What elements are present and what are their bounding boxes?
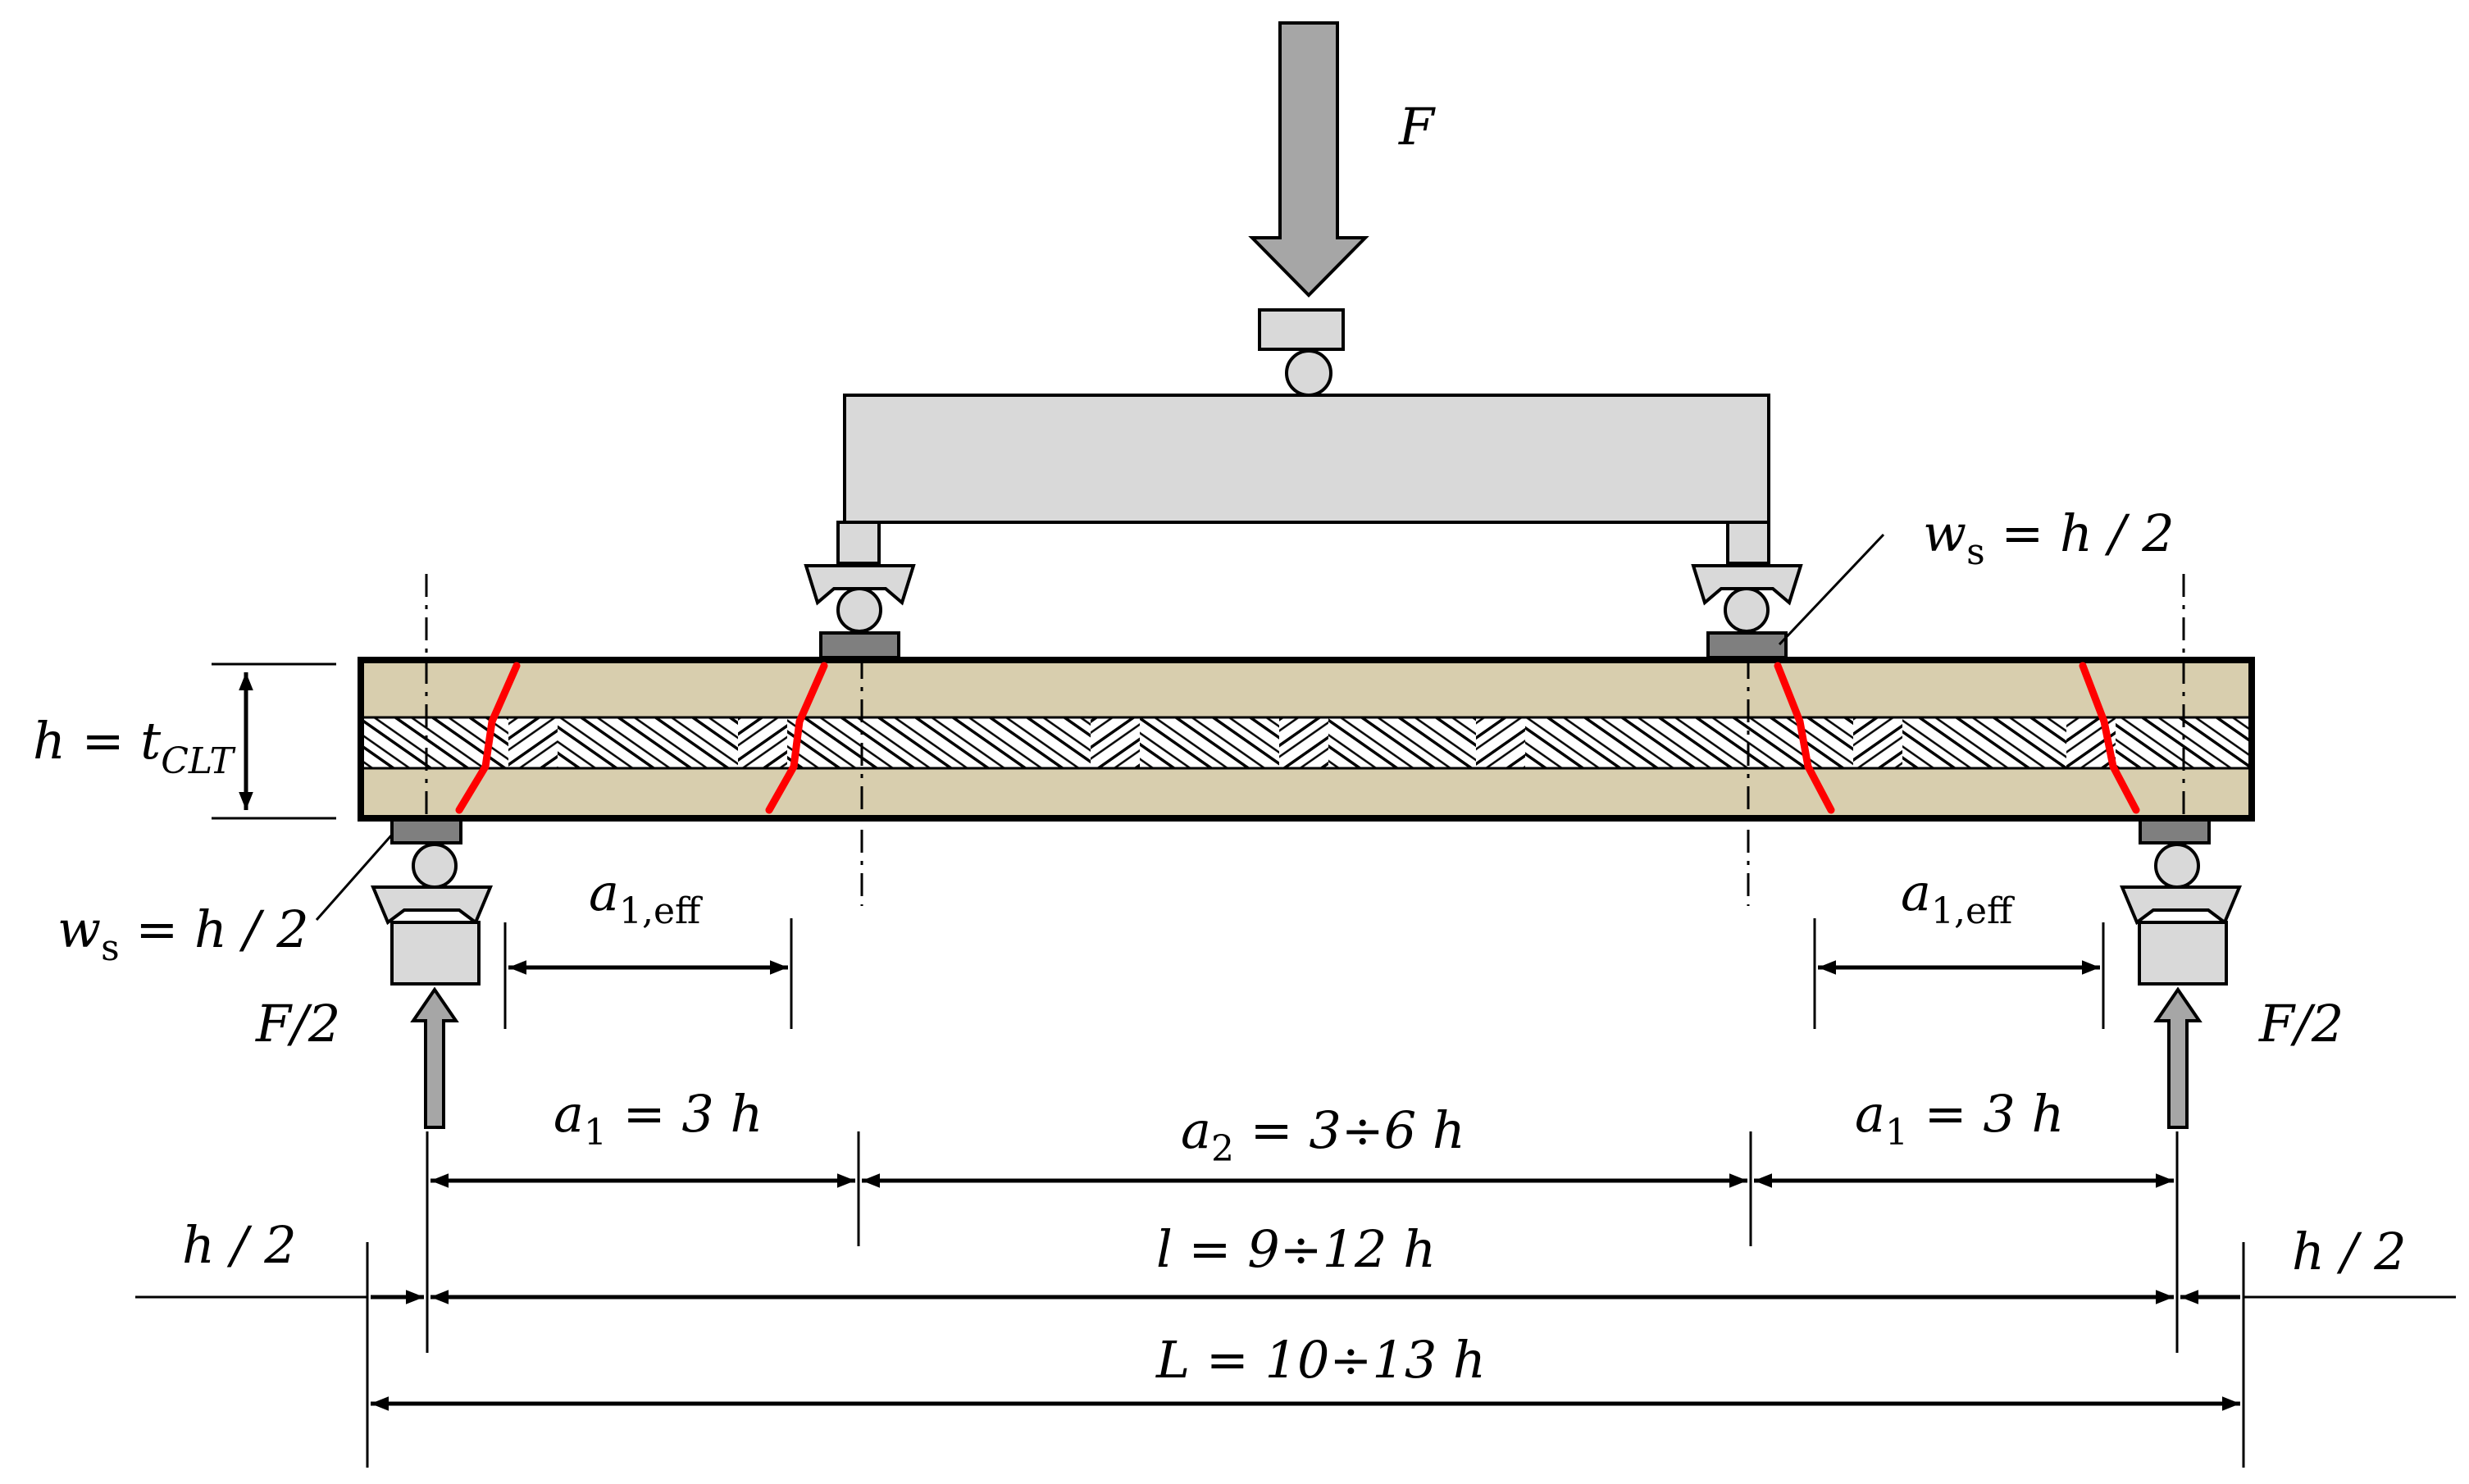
spreader-post-left: [836, 521, 881, 565]
clt-beam: [358, 657, 2255, 822]
ws-label-right: ws = h / 2: [1923, 503, 2175, 573]
a1-label-left: a1 = 3 h: [553, 1084, 763, 1154]
reaction-label-left: F/2: [255, 994, 340, 1054]
crack-1: [455, 662, 521, 814]
crack-4: [2079, 662, 2140, 814]
support-right: [2119, 818, 2243, 986]
overhang-label-left: h / 2: [182, 1215, 297, 1275]
crack-3: [1774, 662, 1835, 814]
a1-label-right: a1 = 3 h: [1855, 1084, 2064, 1154]
spreader-post-right: [1726, 521, 1770, 565]
load-roller-icon: [1285, 349, 1332, 397]
reaction-label-right: F/2: [2258, 994, 2344, 1054]
load-arrow-icon: [1248, 21, 1369, 298]
spreader-beam: [843, 394, 1770, 524]
ws-leader-left: [315, 834, 394, 921]
reaction-arrow-right-icon: [2153, 986, 2203, 1129]
load-head: [1258, 308, 1345, 351]
a1eff-label-left: a1,eff: [589, 863, 703, 932]
a1eff-label-right: a1,eff: [1901, 863, 2015, 932]
ws-label-left: ws = h / 2: [57, 899, 309, 969]
support-left: [370, 818, 494, 986]
reaction-arrow-left-icon: [410, 986, 459, 1129]
overhang-label-right: h / 2: [2292, 1222, 2407, 1281]
ws-leader-right: [1778, 533, 1885, 646]
force-label: F: [1398, 97, 1436, 157]
span-L-label: L = 10÷13 h: [1155, 1330, 1486, 1390]
a2-label: a2 = 3÷6 h: [1181, 1100, 1465, 1170]
loading-head-right: [1691, 564, 1803, 659]
crack-2: [765, 662, 828, 814]
span-l-label: l = 9÷12 h: [1156, 1219, 1436, 1279]
height-label: h = tCLT: [33, 711, 237, 782]
loading-head-left: [804, 564, 916, 659]
